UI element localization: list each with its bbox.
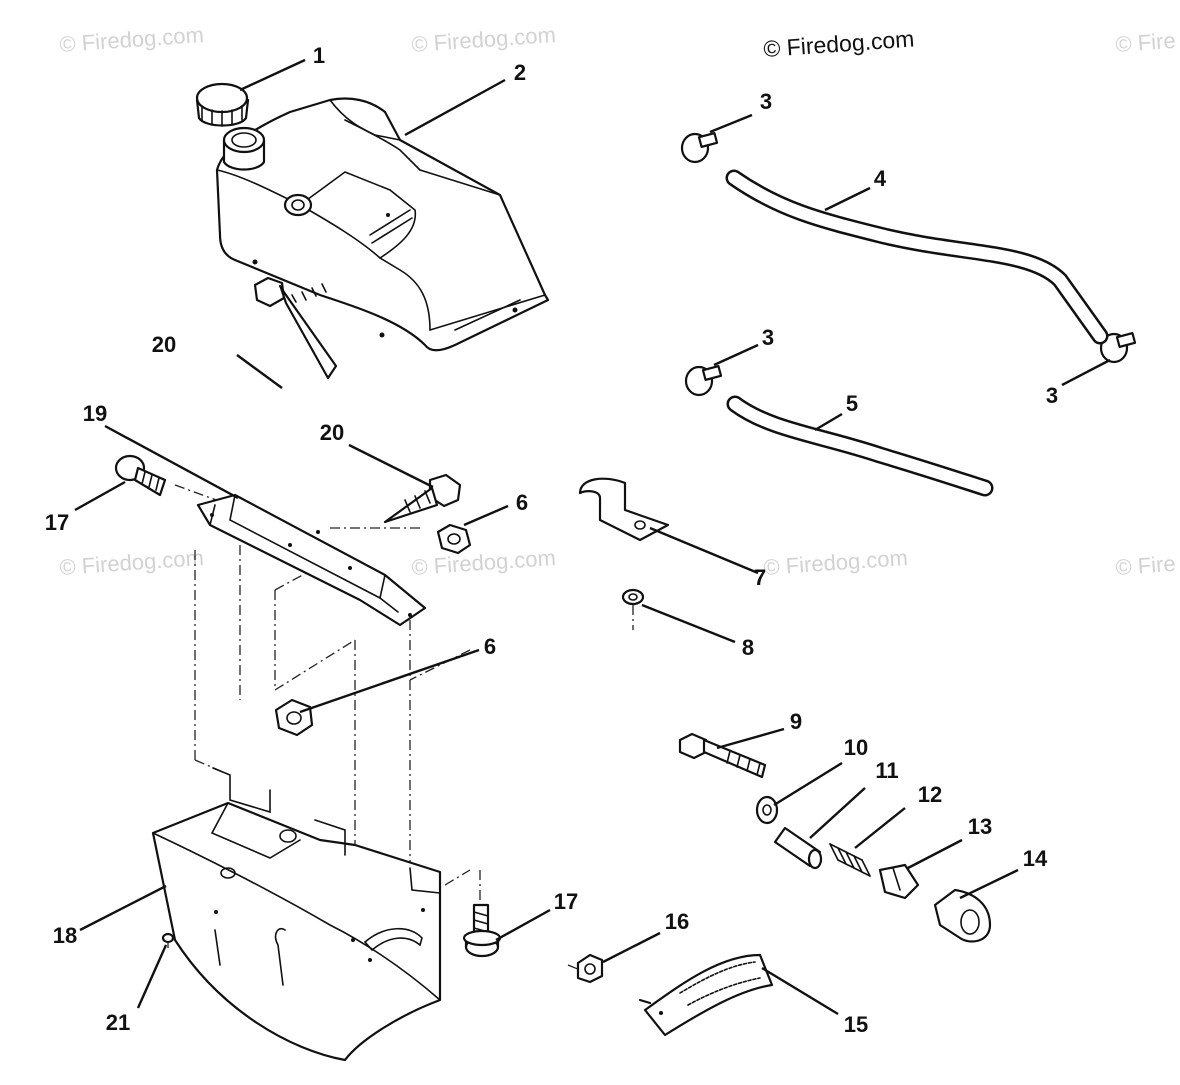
- clip-icon[interactable]: [578, 477, 670, 542]
- fuel-hose-icon[interactable]: [726, 395, 994, 497]
- watermark: © Fire: [1115, 551, 1177, 580]
- screw-icon[interactable]: [383, 473, 462, 524]
- callout-17: 17: [45, 510, 69, 535]
- hose-clamp-icon[interactable]: [1099, 331, 1137, 364]
- fuel-tank-icon[interactable]: [215, 97, 550, 352]
- copyright-notice: © Firedog.com: [763, 26, 916, 62]
- hose-clamp-icon[interactable]: [680, 131, 719, 164]
- bolt-icon[interactable]: [462, 903, 502, 958]
- screw-icon[interactable]: [253, 276, 338, 380]
- callout-numbers: 1 2 3 4 20 3 3 5 19 20 17 6 7 8 6 9 10 1…: [45, 43, 1058, 1037]
- callout-6: 6: [516, 490, 528, 515]
- callout-9: 9: [790, 709, 802, 734]
- watermark: © Firedog.com: [411, 22, 557, 57]
- callout-10: 10: [844, 735, 868, 760]
- callout-12: 12: [918, 782, 942, 807]
- callout-18: 18: [53, 923, 77, 948]
- bolt-icon[interactable]: [114, 454, 167, 497]
- hose-clamp-icon[interactable]: [684, 364, 723, 397]
- callout-11: 11: [875, 758, 898, 783]
- watermark: © Firedog.com: [59, 22, 205, 57]
- watermark: © Firedog.com: [763, 545, 909, 580]
- callout-17: 17: [554, 889, 578, 914]
- watermark: © Firedog.com: [59, 545, 205, 580]
- callout-21: 21: [106, 1010, 130, 1035]
- callout-1: 1: [313, 43, 325, 68]
- callout-20: 20: [152, 332, 176, 357]
- callout-7: 7: [754, 565, 766, 590]
- callout-3: 3: [762, 325, 774, 350]
- nut-icon[interactable]: [436, 523, 472, 555]
- spacer-icon[interactable]: [773, 826, 823, 870]
- nut-icon[interactable]: [274, 698, 314, 737]
- leader-lines: [74, 58, 1111, 1016]
- callout-3: 3: [1046, 383, 1058, 408]
- callout-3: 3: [760, 89, 772, 114]
- watermark-layer: © Firedog.com © Firedog.com © Fire © Fir…: [59, 22, 1177, 580]
- callout-20: 20: [320, 420, 344, 445]
- callout-4: 4: [874, 166, 887, 191]
- callout-6: 6: [484, 634, 496, 659]
- bracket-icon[interactable]: [196, 493, 427, 627]
- nut-icon[interactable]: [576, 953, 604, 984]
- spring-icon[interactable]: [829, 843, 871, 877]
- fuel-hose-icon[interactable]: [725, 169, 1109, 345]
- dash-panel-icon[interactable]: [151, 767, 442, 1062]
- callout-5: 5: [846, 391, 858, 416]
- washer-icon[interactable]: [755, 795, 779, 825]
- screw-icon[interactable]: [161, 932, 175, 944]
- callout-13: 13: [968, 814, 992, 839]
- watermark: © Firedog.com: [411, 545, 557, 580]
- callout-19: 19: [83, 401, 107, 426]
- callout-15: 15: [844, 1012, 868, 1037]
- callout-2: 2: [514, 60, 526, 85]
- bolt-icon[interactable]: [678, 732, 767, 779]
- washer-icon[interactable]: [621, 588, 645, 606]
- callout-16: 16: [665, 909, 689, 934]
- gauge-plate-icon[interactable]: [638, 953, 774, 1037]
- knob-icon[interactable]: [878, 863, 920, 900]
- fuel-cap-icon[interactable]: [195, 82, 250, 127]
- callout-8: 8: [742, 635, 754, 660]
- callout-14: 14: [1023, 846, 1048, 871]
- watermark: © Fire: [1115, 28, 1177, 57]
